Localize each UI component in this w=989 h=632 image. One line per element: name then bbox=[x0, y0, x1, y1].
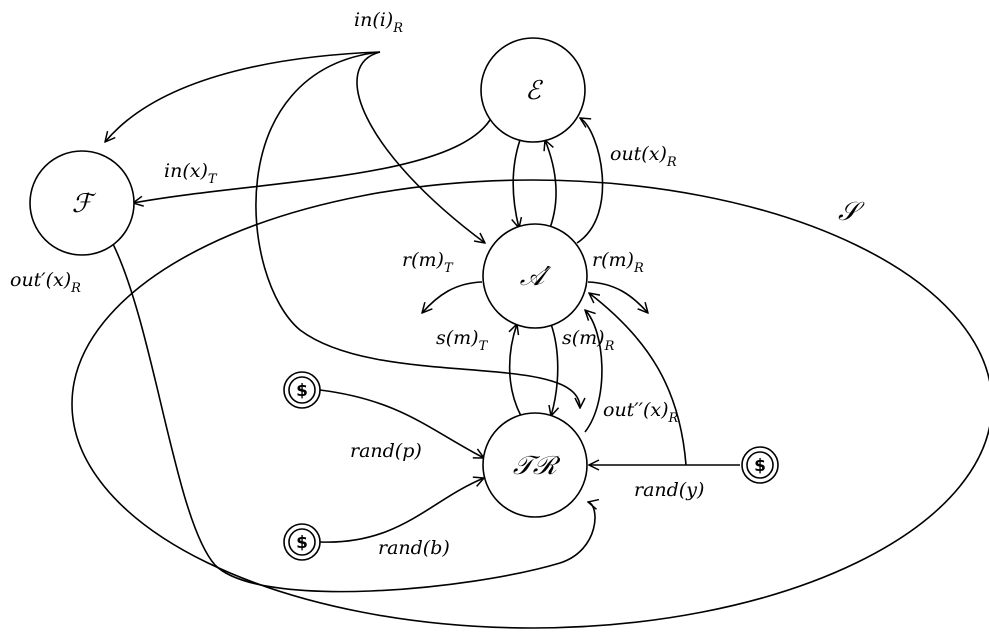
coin-icon: $ bbox=[754, 456, 766, 476]
coin-node-p: $ bbox=[283, 371, 321, 409]
coin-icon: $ bbox=[296, 533, 308, 553]
label-s-m-t: s(m)T bbox=[436, 327, 489, 354]
edge-rand-p bbox=[319, 389, 484, 458]
node-a-prime-label: 𝒜′ bbox=[520, 262, 552, 292]
node-tr-label: 𝒯ℛ bbox=[513, 451, 561, 481]
environment-ellipse-s bbox=[71, 179, 989, 629]
edge-in-x-t-e-to-f bbox=[133, 119, 491, 203]
label-rand-b: rand(b) bbox=[378, 537, 450, 559]
edge-in-i-r-to-a bbox=[356, 51, 485, 243]
label-in-i-r: in(i)R bbox=[354, 9, 403, 36]
node-tr bbox=[482, 412, 588, 518]
coin-icon: $ bbox=[296, 381, 308, 401]
label-rand-p: rand(p) bbox=[350, 440, 422, 462]
coin-node-b: $ bbox=[283, 523, 321, 561]
edge-r-m-t bbox=[422, 281, 483, 313]
node-a-prime bbox=[482, 223, 588, 329]
edge-in-i-r-to-tr bbox=[255, 51, 580, 408]
label-in-x-t: in(x)T bbox=[164, 160, 218, 187]
edge-rand-y-to-a bbox=[589, 293, 687, 466]
label-rand-y: rand(y) bbox=[634, 479, 704, 501]
edge-out-dprime-x-r-tr-to-a bbox=[585, 310, 603, 433]
label-s-m-r: s(m)R bbox=[562, 327, 615, 354]
edge-s-m-t-tr-to-a bbox=[510, 324, 522, 417]
set-s-label: 𝒮 bbox=[838, 197, 865, 227]
edge-a-to-e bbox=[545, 140, 557, 229]
edge-r-m-r bbox=[587, 281, 648, 313]
label-out-dprime-x-r: out′′(x)R bbox=[603, 399, 678, 426]
edge-out-x-r-a-to-e bbox=[576, 118, 604, 244]
edge-in-i-r-to-f bbox=[105, 51, 381, 142]
edge-e-to-a bbox=[513, 139, 520, 228]
label-r-m-t: r(m)T bbox=[402, 249, 454, 276]
edge-rand-b bbox=[319, 478, 484, 543]
label-out-x-r: out(x)R bbox=[610, 143, 677, 170]
edge-s-m-r-a-to-tr bbox=[551, 323, 558, 416]
node-e-label: ℰ bbox=[525, 76, 543, 106]
coin-node-y: $ bbox=[741, 446, 779, 484]
label-r-m-r: r(m)R bbox=[592, 249, 644, 276]
edge-out-prime-x-r-f-to-tr bbox=[112, 243, 595, 593]
node-f bbox=[29, 150, 135, 256]
label-out-prime-x-r: out′(x)R bbox=[10, 269, 81, 296]
node-e bbox=[480, 37, 586, 143]
